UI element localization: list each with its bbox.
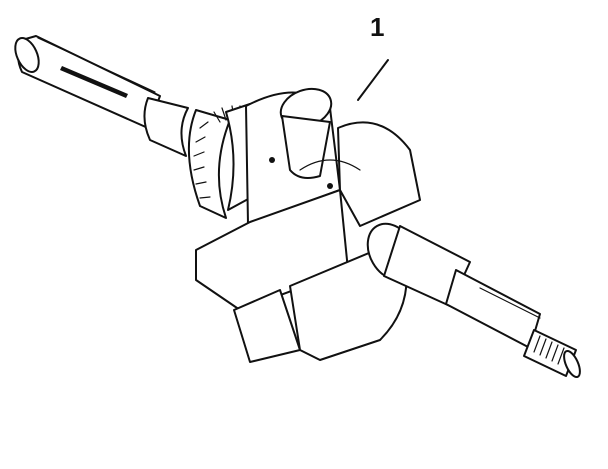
callout-label: 1 [370, 12, 385, 42]
crank-web [195, 87, 421, 363]
keyway-slot [60, 66, 128, 98]
right-shaft [366, 222, 581, 379]
callout-leader-line [357, 59, 389, 101]
left-shaft [14, 35, 189, 157]
